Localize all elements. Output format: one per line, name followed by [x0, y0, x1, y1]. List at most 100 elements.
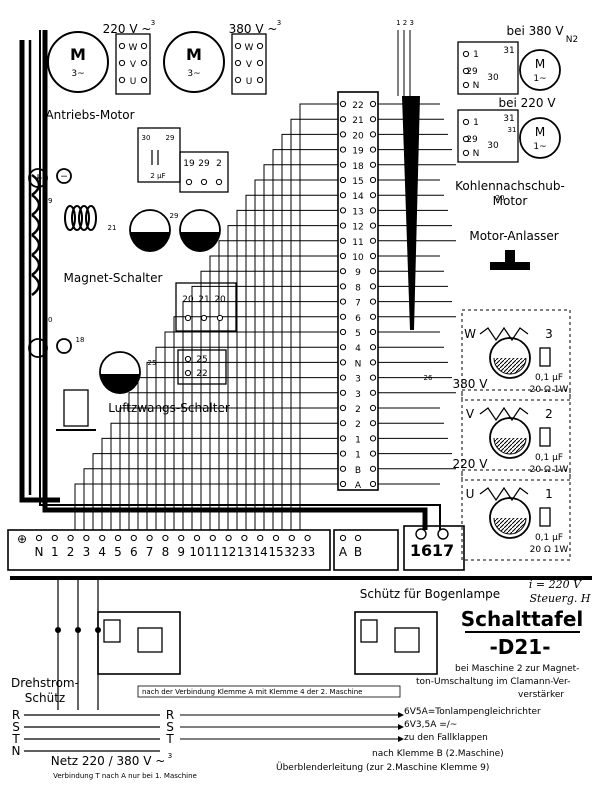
left-coil-loop: [31, 233, 41, 257]
main-strip-term: N: [355, 359, 362, 369]
main-cable-bottom-2: [39, 30, 441, 530]
terminal-dot: [234, 76, 242, 84]
note-ueberblender: Überblenderleitung (zur 2.Maschine Klemm…: [276, 762, 489, 773]
starter-cap-value: 0,1 µF: [535, 373, 563, 383]
carbon-term: 31: [503, 46, 514, 56]
minus-sign: −: [60, 172, 68, 182]
wire-number: 21: [108, 224, 117, 232]
strip-to-bottom-wire: [74, 483, 338, 530]
carbon-motor-terminal-box: [457, 41, 519, 95]
terminal-dot: [462, 50, 470, 58]
terminal-strip-top: [179, 151, 229, 193]
terminal-dot: [369, 420, 377, 427]
main-strip-term: 4: [355, 344, 361, 354]
terminal-dot: [51, 534, 58, 542]
terminal-dot: [369, 465, 377, 472]
strip-to-bottom-wire: [245, 194, 338, 530]
terminal-dot: [114, 534, 122, 542]
terminal-dot: [462, 67, 470, 75]
strip-to-bottom-wire: [200, 270, 338, 530]
strip-top-term: 29: [198, 159, 210, 169]
terminal-dot: [339, 435, 347, 442]
strip-top-term: 19: [183, 159, 195, 169]
motor-phase-label: 1~: [533, 142, 546, 152]
carbon-term: 31: [503, 114, 514, 124]
starter-res-value: 20 Ω 1W: [530, 465, 569, 475]
left-coil-loop: [31, 173, 41, 197]
components-group: [7, 31, 571, 742]
magnet-switch-term: 21: [198, 295, 209, 305]
motor-voltage-220: 220 V ~: [103, 22, 152, 36]
main-strip-term: 14: [352, 192, 364, 202]
motor-terminal-label: V: [246, 60, 253, 70]
starter-dial-hatch: [493, 437, 527, 455]
terminal-dot: [339, 268, 347, 275]
terminal-dot: [339, 146, 347, 153]
terminal-dot: [369, 374, 377, 381]
carbon-term: 30: [487, 73, 499, 83]
terminal-dot: [369, 435, 377, 442]
terminal-dot: [339, 192, 347, 199]
terminal-dot: [225, 534, 232, 542]
carbon-term: 1: [473, 118, 479, 128]
carbon-term: 29: [466, 135, 478, 145]
left-coil-loop: [31, 213, 41, 237]
carbon-feed-label-1: Kohlennachschub-: [455, 179, 565, 193]
bottom-terminal-label: 2: [67, 545, 75, 559]
terminal-dot: [146, 534, 153, 542]
strip-to-bottom-wire: [92, 453, 338, 530]
starter-res-value: 20 Ω 1W: [530, 385, 569, 395]
wire-number: 29: [170, 212, 179, 220]
magnet-switch-term: 20: [182, 295, 194, 305]
terminal-dot: [339, 480, 347, 488]
terminal-dot: [140, 59, 148, 67]
net-phase-label-right: R: [166, 708, 174, 722]
contact-dot: [95, 627, 101, 633]
main-terminal-strip: [337, 91, 379, 491]
magnet-switch-terminal-box: [175, 282, 237, 332]
bogen-label: Schütz für Bogenlampe: [360, 587, 500, 601]
arrow: [398, 724, 404, 730]
starter-resistor: [479, 406, 529, 422]
cap-term-30: 30: [142, 134, 151, 142]
terminal-dot: [339, 131, 347, 138]
plus-terminal-2: [28, 338, 48, 358]
bottom-terminal-label: 7: [146, 545, 154, 559]
note-maschine2-1: bei Maschine 2 zur Magnet-: [455, 664, 579, 674]
arrow: [398, 712, 404, 718]
strip-to-bottom-wire: [254, 179, 338, 530]
bottom-terminal-label: 12: [221, 545, 236, 559]
terminal-dot: [339, 450, 347, 457]
terminal-dot: [339, 328, 347, 336]
bottom-terminal-label: 4: [98, 545, 106, 559]
terminal-dot: [288, 534, 295, 542]
terminal-dot: [369, 268, 377, 275]
motor-voltage-exp: 3: [151, 19, 155, 27]
drive-motor-label: Antriebs-Motor: [45, 108, 134, 122]
magnet-switch-term: 20: [214, 295, 226, 305]
motor-terminal-label: U: [130, 77, 137, 87]
main-strip-term: 6: [355, 314, 361, 324]
ab-terminal-label: B: [354, 545, 362, 559]
label-n2: N2: [566, 35, 578, 45]
main-strip-term: A: [355, 481, 362, 491]
carbon-term: 1: [473, 50, 479, 60]
main-strip-term: 10: [352, 253, 364, 263]
strip-to-bottom-wire: [227, 225, 338, 530]
big-terminal-label: 17: [432, 541, 454, 560]
note-klemme-b: nach Klemme B (2.Maschine): [372, 749, 504, 759]
note-klemme-box: [137, 685, 401, 698]
main-strip-term: 22: [352, 101, 363, 111]
main-strip-term: 13: [352, 207, 363, 217]
terminal-dot: [462, 135, 470, 143]
starter-resistor: [479, 486, 529, 502]
terminal-dot: [339, 207, 347, 214]
terminal-dot: [369, 252, 377, 260]
ab-terminal-label: A: [339, 545, 348, 559]
starter-cap-value: 0,1 µF: [535, 453, 563, 463]
terminal-dot: [339, 374, 347, 381]
strip-to-bottom-wire: [146, 361, 338, 530]
handwritten-voltage: i = 220 V: [529, 578, 582, 591]
net-phase-label: R: [12, 708, 20, 722]
